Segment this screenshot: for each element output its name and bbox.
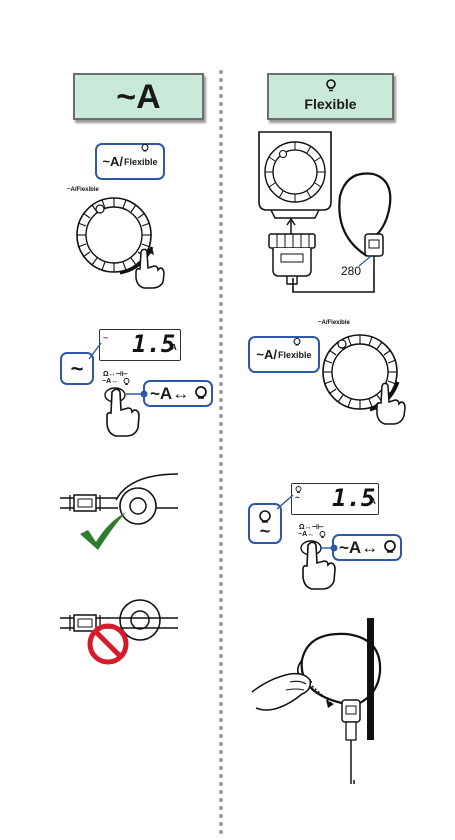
callout-flexible-label: Flexible [278, 350, 312, 360]
toggle-text: ~A↔ [150, 384, 189, 404]
bulb-icon [258, 510, 272, 524]
right-step3-button-label-bottom: ~A↔ [298, 531, 314, 538]
prohibit-icon [86, 622, 130, 666]
flexible-label: Flexible [304, 97, 356, 111]
ac-tilde-symbol: ~ [260, 524, 271, 538]
callout-connector [318, 543, 338, 553]
check-icon [78, 510, 128, 552]
mode-box-flexible: Flexible [267, 73, 394, 120]
bulb-icon [319, 531, 326, 539]
bulb-icon [325, 79, 337, 93]
callout-flexible-label: Flexible [124, 157, 158, 167]
callout-symbol: ~A/ [102, 154, 123, 169]
callout-pointer [277, 493, 295, 511]
bulb-icon [123, 378, 130, 386]
lcd-unit: A [370, 497, 376, 506]
bulb-icon [141, 144, 149, 153]
callout-connector [124, 389, 148, 399]
left-step2-lcd: ~ 1.5 A [99, 329, 181, 361]
callout-symbol: ~A/ [256, 347, 277, 362]
part-number-label: 280 [341, 264, 361, 278]
toggle-text: ~A↔ [339, 538, 378, 558]
lcd-value: 1.5 [132, 330, 175, 358]
mode-box-ac-current: ~A [73, 73, 204, 120]
hand-icon [373, 382, 409, 426]
left-step2-button-label-top: Ω↔⊣⊢ [103, 370, 128, 378]
lcd-unit: A [171, 343, 177, 352]
bulb-icon [293, 338, 301, 347]
right-step3-button-label-top: Ω↔⊣⊢ [299, 523, 324, 531]
ac-tilde-symbol: ~ [71, 356, 84, 382]
right-step2-callout: ~A/Flexible [248, 336, 320, 373]
bulb-icon [383, 540, 397, 555]
ac-current-symbol: ~A [116, 80, 160, 114]
left-step2-button-label-bottom: ~A↔ [102, 378, 118, 385]
lcd-ac-tilde: ~ [295, 493, 300, 502]
lcd-value: 1.5 [332, 484, 375, 512]
lcd-ac-tilde: ~ [103, 333, 108, 343]
hand-icon [132, 248, 166, 290]
bulb-icon [194, 386, 208, 401]
right-step3-lcd: ~ 1.5 A [291, 483, 379, 515]
column-divider [219, 70, 223, 835]
callout-pointer [89, 341, 103, 361]
flex-probe-measurement [250, 616, 390, 786]
left-step1-callout: ~A/Flexible [95, 143, 165, 180]
